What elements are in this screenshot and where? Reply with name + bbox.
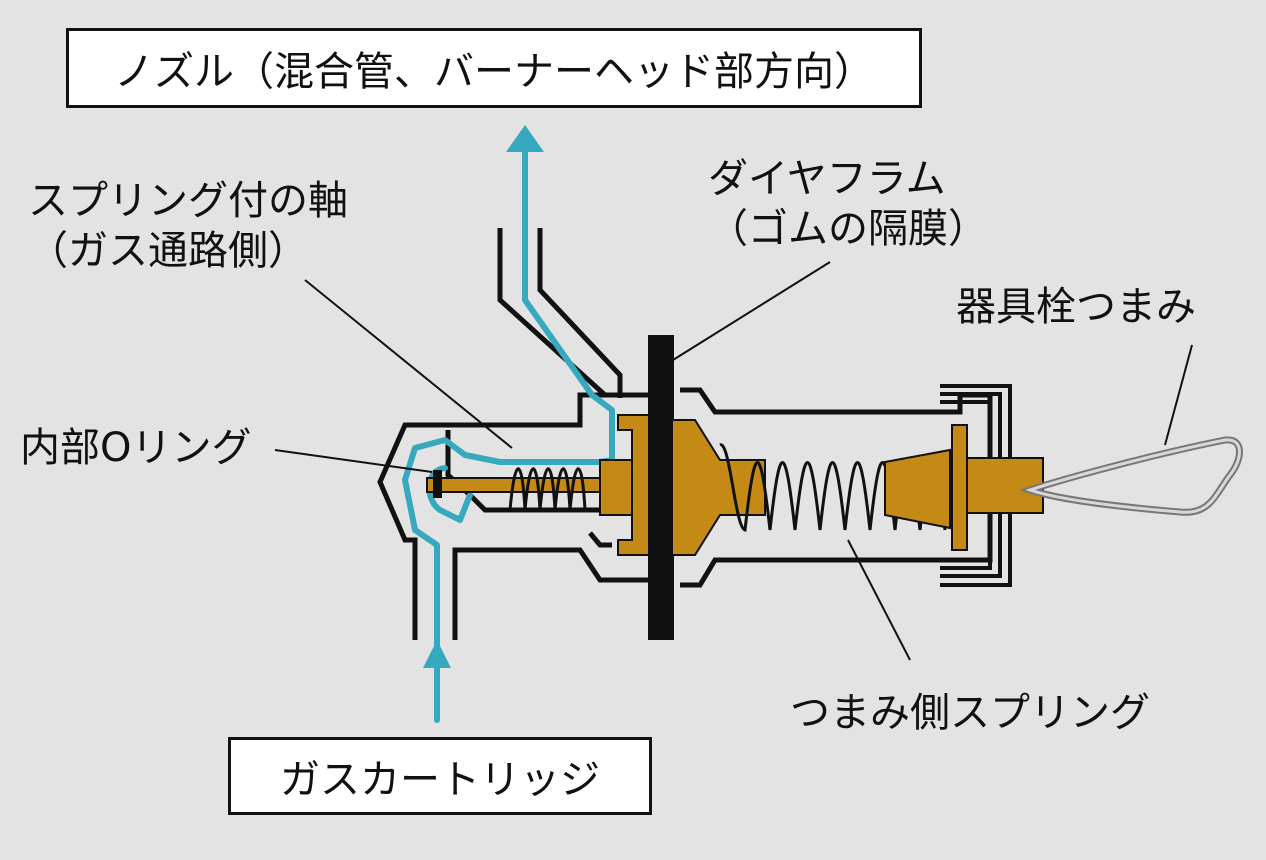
shaft-spring — [508, 467, 587, 511]
oring-label: 内部Oリング — [20, 425, 252, 471]
nozzle-label: ノズル（混合管、バーナーヘッド部方向） — [114, 49, 874, 95]
diaphragm-label-line1: ダイヤフラム — [708, 156, 946, 202]
knob-stem — [884, 424, 1044, 551]
knob-piston — [671, 419, 766, 556]
cartridge-label: ガスカートリッジ — [280, 757, 600, 803]
knob-label: 器具栓つまみ — [956, 284, 1196, 330]
cartridge-label-box: ガスカートリッジ — [228, 737, 652, 815]
spring-shaft — [426, 459, 633, 516]
knob-spring-label: つまみ側スプリング — [790, 690, 1150, 736]
outlet-arrow-head — [506, 125, 544, 152]
nozzle-label-box: ノズル（混合管、バーナーヘッド部方向） — [66, 28, 922, 108]
shaft-label-line1: スプリング付の軸 — [28, 178, 348, 224]
shaft-label-line2: （ガス通路側） — [28, 228, 308, 274]
leader-lines — [274, 261, 1193, 661]
diaphragm — [648, 335, 674, 640]
inlet-arrow-head — [423, 640, 451, 668]
inner-o-ring — [433, 470, 442, 498]
knob-wire-handle — [1018, 436, 1243, 516]
diaphragm-label-line2: （ゴムの隔膜） — [708, 206, 988, 252]
gas-flow-path — [402, 147, 615, 723]
